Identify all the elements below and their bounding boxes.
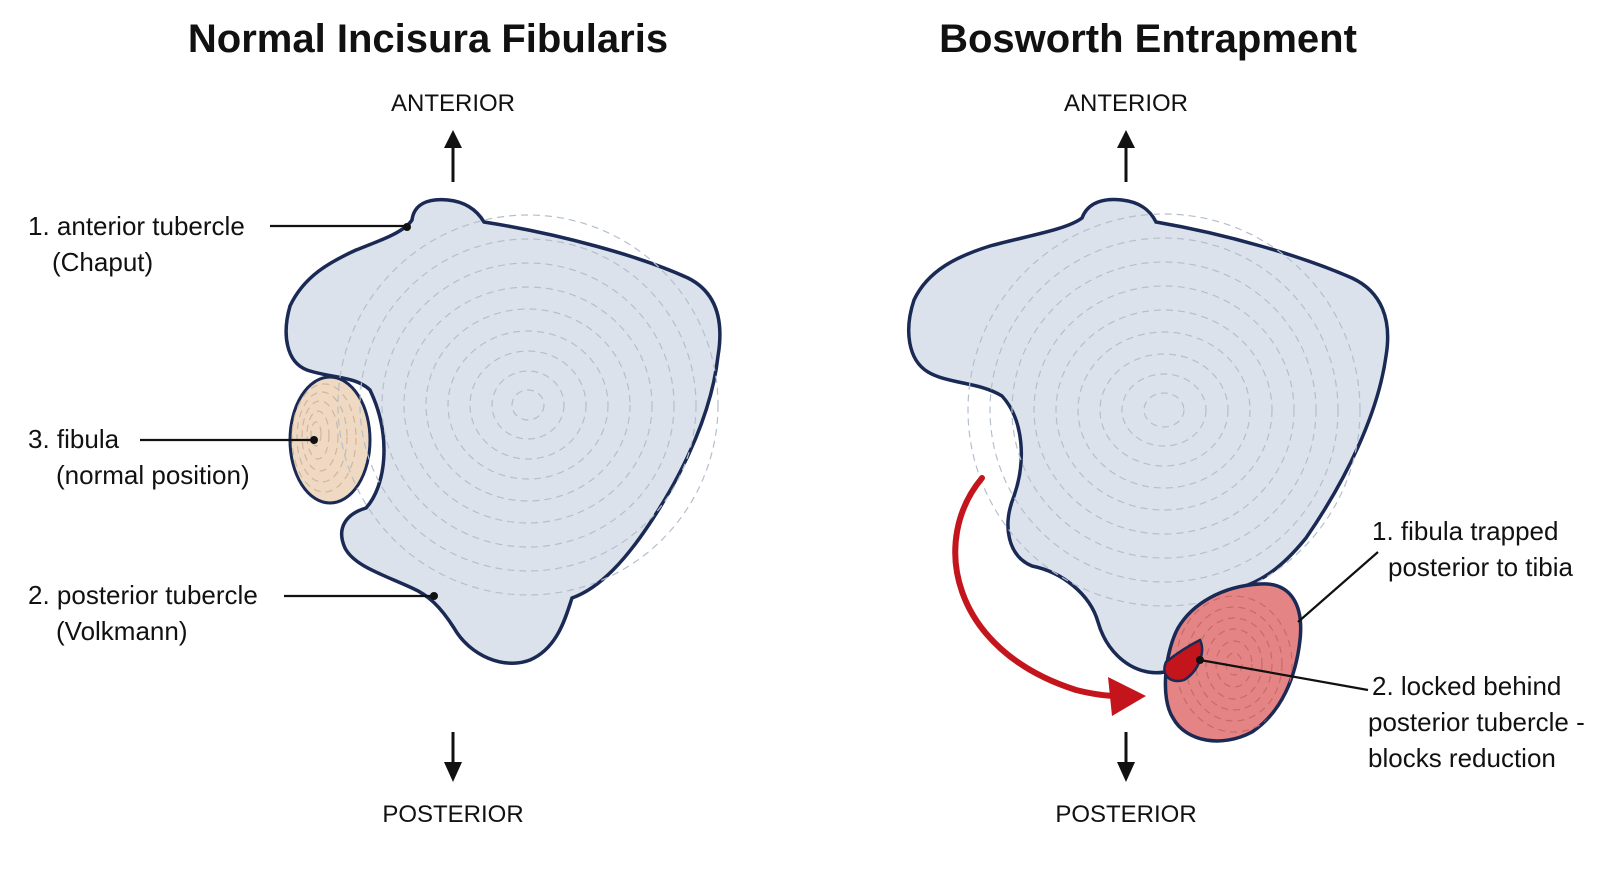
normal-panel-title: Normal Incisura Fibularis [188,17,668,61]
fibula-label-line2: (normal position) [56,460,250,490]
fibula-callout: 3. fibula (normal position) [28,424,318,490]
panel-bosworth: Bosworth Entrapment ANTERIOR [907,17,1585,828]
panel-normal: Normal Incisura Fibularis ANTERIOR [28,17,722,828]
normal-posterior-arrow [444,732,462,782]
bosworth-posterior-arrow [1117,732,1135,782]
bosworth-tibia [907,197,1390,675]
locked-label-line3: blocks reduction [1368,743,1556,773]
posterior-tubercle-callout: 2. posterior tubercle (Volkmann) [28,580,438,646]
fibula-label-line1: 3. fibula [28,424,120,454]
fibula-trapped-callout: 1. fibula trapped posterior to tibia [1297,516,1574,623]
bosworth-panel-title: Bosworth Entrapment [939,17,1357,61]
locked-label-line1: 2. locked behind [1372,671,1561,701]
normal-anterior-arrow [444,130,462,182]
locked-label-line2: posterior tubercle - [1368,707,1585,737]
fibula-trapped-label-line2: posterior to tibia [1388,552,1574,582]
bosworth-anterior-label: ANTERIOR [1064,90,1188,117]
bosworth-posterior-label: POSTERIOR [1055,801,1196,828]
normal-posterior-label: POSTERIOR [382,801,523,828]
bosworth-anterior-arrow [1117,130,1135,182]
locked-callout: 2. locked behind posterior tubercle - bl… [1196,656,1585,773]
rotation-arrow [952,475,1146,716]
posterior-tubercle-label-line2: (Volkmann) [56,616,188,646]
anterior-tubercle-label-line1: 1. anterior tubercle [28,211,245,241]
fibula-trapped-label-line1: 1. fibula trapped [1372,516,1558,546]
posterior-tubercle-label-line1: 2. posterior tubercle [28,580,258,610]
normal-anterior-label: ANTERIOR [391,90,515,117]
anterior-tubercle-label-line2: (Chaput) [52,247,153,277]
anterior-tubercle-callout: 1. anterior tubercle (Chaput) [28,211,411,277]
normal-tibia [284,197,722,665]
